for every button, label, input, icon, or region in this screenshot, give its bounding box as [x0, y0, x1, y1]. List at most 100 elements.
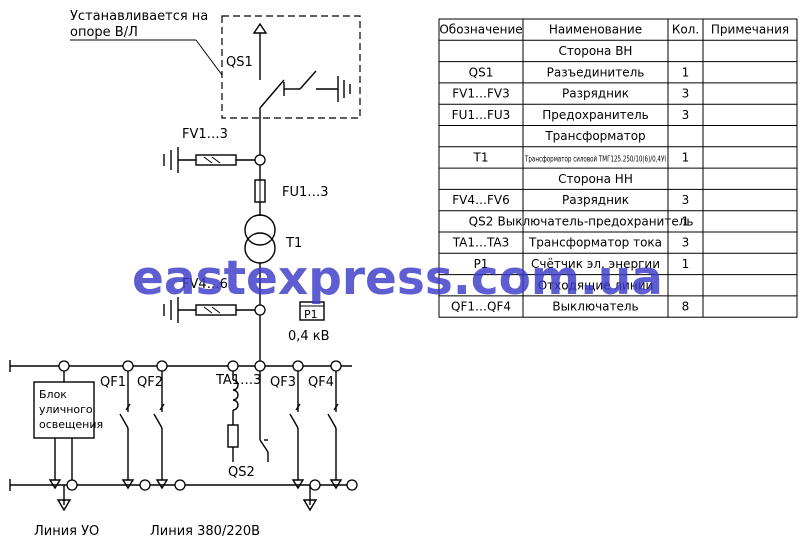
upper-node-3	[156, 360, 168, 372]
qf1-lower-node	[139, 479, 151, 491]
table-cell-name: Трансформатор силовой ТМГ125.250/10(6)/0…	[524, 154, 666, 163]
watermark-text: eastexpress.com.ua	[132, 251, 663, 306]
out-arrow-380-icon	[302, 499, 318, 512]
label-fv1: FV1…3	[182, 127, 228, 142]
block-line-2: уличного	[39, 403, 93, 416]
table-cell-code: FU1…FU3	[452, 108, 511, 122]
table-cell-name: Разрядник	[562, 193, 629, 207]
note-leader	[195, 39, 223, 76]
upper-node-1	[58, 360, 70, 372]
table-section-title: Отходящие линии	[538, 278, 654, 292]
table-section-title: Сторона ВН	[559, 44, 633, 58]
table-cell-qty: 1	[682, 214, 690, 228]
upper-node-4	[227, 360, 239, 372]
qf4-lower-node	[346, 479, 358, 491]
label-voltage: 0,4 кВ	[288, 329, 330, 344]
qf1-mark	[125, 403, 131, 411]
table-cell-name: Выключатель	[552, 300, 638, 314]
ta-fuse	[227, 424, 239, 448]
qf2-lower-node	[174, 479, 186, 491]
fv1-mark-2	[211, 156, 221, 164]
qf4-arrow-icon	[329, 479, 343, 490]
qf3-lower-node	[309, 479, 321, 491]
qf2-blade	[153, 413, 163, 429]
label-line-uo: Линия УО	[34, 524, 99, 539]
block-arrow-icon	[48, 479, 62, 490]
table-cell-qty: 3	[682, 108, 690, 122]
block-line-1: Блок	[39, 388, 67, 401]
out-arrow-uo-icon	[56, 499, 72, 512]
table-cell-name: Выключатель-предохранитель	[498, 214, 694, 228]
table-cell-qty: 1	[682, 257, 690, 271]
table-cell-name: Разрядник	[562, 87, 629, 101]
note-line-2: опоре В/Л	[70, 25, 138, 40]
table-section-title: Сторона НН	[558, 172, 633, 186]
qs2-blade	[259, 439, 269, 453]
table-cell-qty: 3	[682, 87, 690, 101]
lv-side: FV4…6 P1 0,4 кВ QS2 TA1…3	[163, 263, 330, 480]
t1-primary-winding	[244, 214, 276, 246]
fv4-mark-2	[211, 306, 221, 314]
label-p1: P1	[304, 308, 318, 321]
qf3-mark	[295, 403, 301, 411]
table-cell-qty: 1	[682, 150, 690, 164]
qs1-blade	[259, 79, 285, 109]
street-lighting-box	[33, 381, 95, 439]
table-header-cell: Обозначение	[439, 23, 522, 37]
table-cell-code: T1	[473, 150, 489, 164]
table-cell-code: P1	[474, 257, 489, 271]
installation-note: Устанавливается на опоре В/Л	[70, 9, 223, 76]
table-cell-name: Трансформатор тока	[528, 236, 662, 250]
label-fu1: FU1…3	[282, 185, 329, 200]
label-qf2: QF2	[137, 375, 163, 390]
table-cell-code: QF1…QF4	[451, 300, 511, 314]
qf4-mark	[333, 403, 339, 411]
street-lighting-block: Блок уличного освещения	[33, 371, 103, 491]
upper-node-6	[292, 360, 304, 372]
label-qf1: QF1	[100, 375, 126, 390]
specification-table: Обозначение Наименование Кол. ПримечанияСто…	[438, 18, 798, 318]
note-line-1: Устанавливается на	[70, 9, 208, 24]
block-lower-node	[66, 479, 78, 491]
qf1-arrow-icon	[121, 479, 135, 490]
table-cell-qty: 8	[682, 300, 690, 314]
upper-node-2	[122, 360, 134, 372]
upper-node-7	[330, 360, 342, 372]
fv4-mark-1	[203, 306, 213, 314]
label-t1: T1	[285, 236, 302, 251]
table-cell-code: FV4…FV6	[452, 193, 510, 207]
outgoing-lines: Линия УО Линия 380/220В	[34, 485, 318, 539]
table-header-cell: Наименование	[549, 23, 642, 37]
label-qf3: QF3	[270, 375, 296, 390]
table-cell-code: QS2	[469, 214, 494, 228]
node-fv4	[254, 304, 266, 316]
block-line-3: освещения	[39, 418, 103, 431]
label-line-380: Линия 380/220В	[150, 524, 260, 539]
qf2-arrow-icon	[155, 479, 169, 490]
ta-winding-icon	[232, 379, 239, 411]
label-ta: TA1…3	[215, 373, 261, 388]
qf4-blade	[327, 413, 337, 429]
qf1-blade	[119, 413, 129, 429]
qf2-mark	[159, 403, 165, 411]
qs1-enclosure	[221, 15, 361, 119]
table-cell-code: TA1…TA3	[452, 236, 509, 250]
p1-meter	[299, 301, 325, 321]
table-cell-name: Разъединитель	[547, 65, 645, 79]
table-section-title: Трансформатор	[544, 129, 645, 143]
upper-node-5	[254, 360, 266, 372]
transformer-t1: T1	[244, 214, 302, 264]
table-cell-qty: 1	[682, 65, 690, 79]
fv1-mark-1	[203, 156, 213, 164]
table-cell-code: FV1…FV3	[452, 87, 510, 101]
node-fv1	[254, 154, 266, 166]
table-cell-qty: 3	[682, 236, 690, 250]
table-header-cell: Примечания	[711, 23, 789, 37]
table-cell-qty: 3	[682, 193, 690, 207]
label-fv4: FV4…6	[182, 277, 228, 292]
label-qs1: QS1	[226, 55, 253, 70]
table-header-cell: Кол.	[672, 23, 699, 37]
table-cell-code: QS1	[469, 65, 494, 79]
